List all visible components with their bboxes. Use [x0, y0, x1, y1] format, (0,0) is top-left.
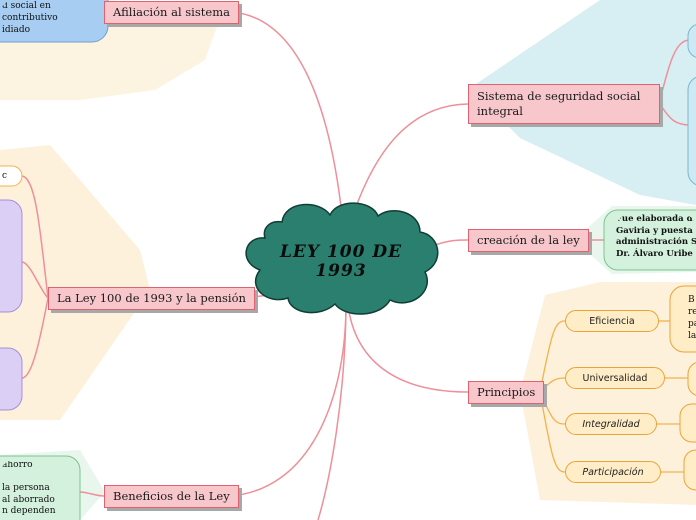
connector-sistema-a [659, 39, 691, 101]
sistema-note-b [687, 76, 696, 186]
central-cloud [245, 202, 439, 315]
connector-eficiencia [539, 320, 566, 393]
connector-beneficios-note [79, 491, 105, 497]
region-principios [520, 282, 696, 505]
connector-creacion [434, 239, 469, 246]
creacion-note[interactable]: Fue elaborada du Gaviria y puesta e admi… [616, 214, 696, 270]
pension-note-mid [0, 199, 23, 313]
eficiencia-note-shape [669, 285, 696, 353]
beneficios-note-line2 [2, 472, 76, 484]
creacion-note-line2: Gaviria y puesta e [616, 225, 696, 236]
eficiencia-note[interactable]: B re pa la [688, 294, 696, 350]
connector-pension-top [21, 175, 49, 299]
creacion-note-line3: administración Sa [616, 237, 696, 247]
connector-pension-mid [21, 261, 49, 299]
pension-note-top [0, 165, 23, 187]
beneficios-note-line4: al aborrado [2, 494, 55, 505]
branch-ley-pension-label: La Ley 100 de 1993 y la pensión [57, 291, 246, 305]
branch-principios-label: Principios [477, 385, 536, 399]
beneficios-note[interactable]: ahorro la persona al aborrado n dependen [0, 460, 76, 520]
eficiencia-note-line2: re [688, 307, 696, 317]
principle-eficiencia-label: Eficiencia [589, 315, 635, 327]
beneficios-note-line5: n dependen [2, 506, 56, 516]
connector-beneficios [229, 307, 347, 497]
integralidad-note-shape [679, 403, 696, 443]
branch-afiliacion-label: Afiliación al sistema [113, 5, 230, 19]
pension-note-low [0, 347, 23, 411]
central-title-line2: 1993 [315, 261, 367, 281]
eficiencia-note-line4: la [688, 331, 696, 341]
central-title-line1: LEY 100 DE [279, 242, 403, 262]
connector-afiliacion [231, 11, 343, 216]
afiliacion-note-line1: d social en [2, 1, 51, 11]
connector-sistema [351, 103, 469, 219]
principle-participacion[interactable]: Participación [565, 461, 661, 483]
branch-ley-pension[interactable]: La Ley 100 de 1993 y la pensión [48, 287, 255, 310]
pension-note-top-label: c [2, 171, 8, 181]
connector-sistema-b [659, 103, 691, 126]
branch-beneficios-label: Beneficios de la Ley [113, 489, 230, 503]
afiliacion-note-line3: idiado [2, 25, 31, 35]
principle-integralidad[interactable]: Integralidad [565, 413, 657, 435]
creacion-note-line4: Dr. Álvaro Uribe [616, 248, 693, 259]
branch-beneficios[interactable]: Beneficios de la Ley [104, 485, 239, 508]
principle-participacion-label: Participación [582, 466, 644, 478]
afiliacion-note-line2: contributivo [2, 13, 58, 23]
branch-sistema-line2: integral [477, 104, 523, 118]
branch-creacion-label: creación de la ley [477, 233, 580, 247]
branch-sistema[interactable]: Sistema de seguridad social integral [468, 84, 660, 124]
central-topic[interactable]: LEY 100 DE 1993 [246, 232, 436, 292]
branch-sistema-line1: Sistema de seguridad social [477, 89, 641, 103]
eficiencia-note-line3: pa [688, 319, 696, 329]
connectors [21, 11, 691, 520]
afiliacion-note[interactable]: d social en contributivo idiado [0, 0, 108, 42]
beneficios-note-line1: ahorro [2, 460, 33, 470]
branch-principios[interactable]: Principios [468, 381, 545, 404]
principle-integralidad-label: Integralidad [582, 418, 640, 430]
beneficios-note-line3: la persona [2, 483, 50, 493]
sistema-note-a [687, 24, 696, 58]
principle-universalidad-label: Universalidad [582, 372, 648, 384]
principle-connectors [539, 320, 688, 473]
eficiencia-note-line1: B [688, 295, 695, 305]
beneficios-note-shape [0, 455, 81, 520]
participacion-note-shape [683, 449, 696, 491]
connector-bottom [317, 307, 347, 520]
creacion-note-line1: Fue elaborada du [616, 214, 696, 224]
branch-creacion[interactable]: creación de la ley [468, 229, 589, 252]
principle-universalidad[interactable]: Universalidad [565, 367, 665, 389]
branch-afiliacion[interactable]: Afiliación al sistema [104, 1, 239, 24]
universalidad-note-shape [687, 362, 696, 396]
principle-eficiencia[interactable]: Eficiencia [565, 310, 659, 332]
pension-note-top-text[interactable]: c [0, 169, 20, 183]
connector-principios [347, 304, 469, 393]
connector-participacion [539, 391, 566, 473]
connector-pension-low [21, 297, 49, 379]
creacion-note-shape [603, 209, 696, 271]
